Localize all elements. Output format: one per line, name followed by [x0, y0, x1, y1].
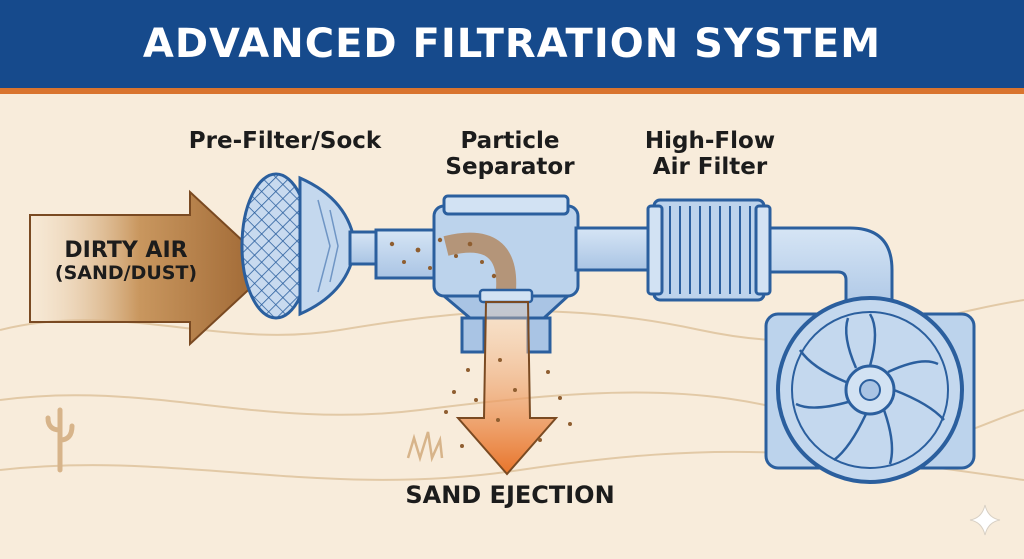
dirty-air-label: DIRTY AIR (SAND/DUST)	[36, 238, 216, 285]
dirty-air-text-line1: DIRTY AIR	[64, 238, 188, 263]
air-filter-text-line1: High-Flow	[644, 128, 776, 154]
title-banner: ADVANCED FILTRATION SYSTEM	[0, 0, 1024, 88]
pre-filter-label: Pre-Filter/Sock	[170, 128, 400, 154]
dirty-air-arrow	[29, 189, 274, 347]
air-filter-text-line2: Air Filter	[652, 154, 768, 181]
separator-label: Particle Separator	[420, 128, 600, 181]
pre-filter-text: Pre-Filter/Sock	[188, 128, 382, 154]
mid-pipe	[574, 226, 660, 272]
title-underline	[0, 88, 1024, 94]
blower-fan	[764, 296, 976, 484]
sand-ejection-text: SAND EJECTION	[405, 481, 615, 509]
shrub-icon	[406, 431, 444, 463]
page-title: ADVANCED FILTRATION SYSTEM	[142, 21, 882, 67]
sparkle-icon	[969, 504, 1001, 536]
air-filter-label: High-Flow Air Filter	[620, 128, 800, 181]
separator-text-line2: Separator	[445, 154, 575, 181]
pre-filter-sock	[240, 172, 380, 320]
sand-ejection-arrow	[455, 301, 559, 476]
sand-particles-ejected	[444, 358, 572, 448]
cactus-icon	[45, 407, 75, 473]
separator-text-line1: Particle	[460, 128, 560, 154]
sand-particles-pipe	[389, 237, 497, 279]
particle-separator	[432, 194, 580, 354]
sand-ejection-label: SAND EJECTION	[380, 481, 640, 510]
dirty-air-text-line2: (SAND/DUST)	[54, 262, 198, 285]
high-flow-air-filter	[646, 198, 772, 302]
